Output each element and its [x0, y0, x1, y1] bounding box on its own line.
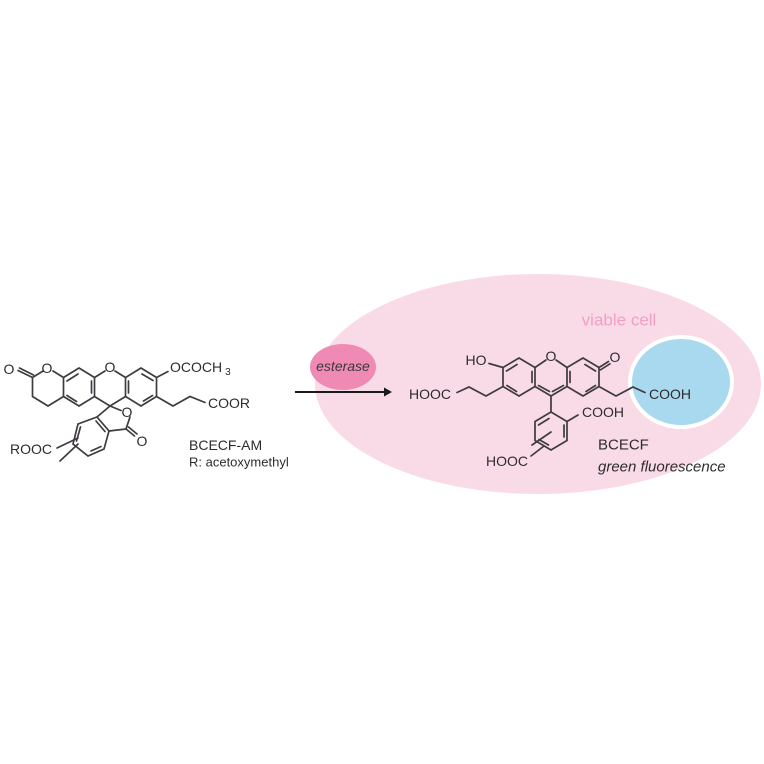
cell-ellipse: [315, 274, 761, 494]
cell-label: viable cell: [581, 310, 657, 330]
substrate-r-definition: R: acetoxymethyl: [189, 454, 289, 470]
am-rooc-label: ROOC: [10, 441, 52, 457]
am-carbonyl-o-label: O: [3, 361, 15, 377]
product-aryl-acid-top-label: COOH: [582, 404, 624, 420]
reaction-arrow: [295, 387, 392, 397]
product-acid-right-label: COOH: [649, 386, 691, 402]
product-ketone-o-label: O: [609, 349, 621, 365]
product-name: BCECF: [598, 436, 649, 454]
am-coor-label: COOR: [208, 395, 250, 411]
product-aryl-acid-bottom-label: HOOC: [486, 453, 528, 469]
am-spiro-carbonyl-o-label: O: [136, 433, 148, 449]
am-xanthene-o-label: O: [104, 359, 116, 375]
product-fluorescence-note: green fluorescence: [598, 458, 726, 476]
product-xanthene-o-label: O: [545, 348, 557, 364]
am-spiro-o-label: O: [121, 404, 133, 420]
am-lactone-o-label: O: [41, 360, 53, 376]
am-acetoxy-main: OCOCH: [170, 359, 223, 375]
product-acid-left-label: HOOC: [409, 386, 451, 402]
substrate-name: BCECF-AM: [189, 437, 263, 453]
fluorescence-ellipse: [628, 335, 734, 429]
am-acetoxy-subscript: 3: [225, 367, 231, 378]
enzyme-label: esterase: [316, 358, 370, 374]
bcecf-structure-bonds: [456, 357, 646, 457]
enzyme-ellipse: [310, 344, 376, 390]
bcecf-am-structure-bonds: [17, 367, 206, 462]
product-hydroxyl-label: HO: [465, 352, 487, 368]
arrow-head: [384, 387, 392, 397]
